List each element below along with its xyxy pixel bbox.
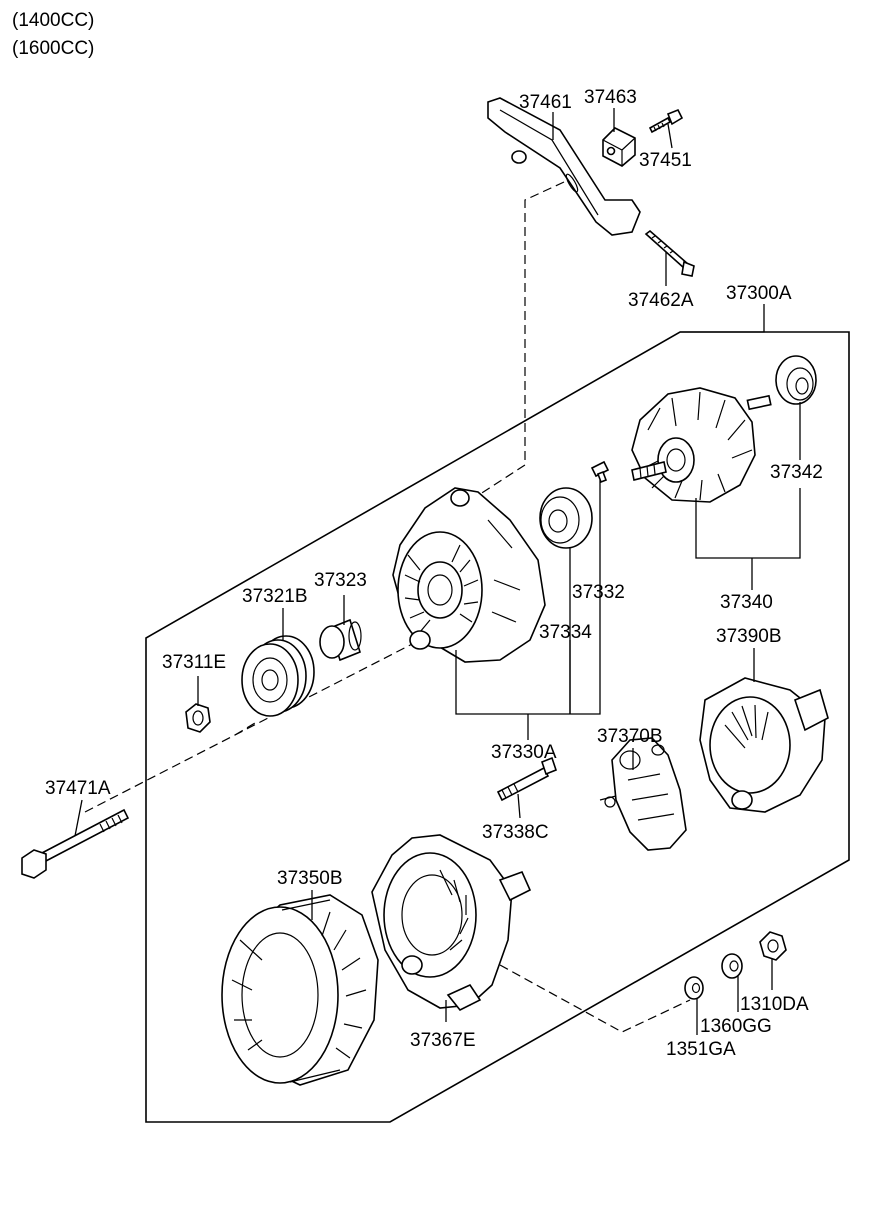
alignment-line-through-bolt — [84, 639, 421, 813]
nut-37311e[interactable] — [185, 703, 211, 733]
label-1360gg: 1360GG — [700, 1016, 772, 1037]
label-37370b: 37370B — [597, 726, 663, 747]
bearing-37342[interactable] — [775, 355, 817, 405]
label-37332: 37332 — [572, 582, 625, 603]
bolt-37451[interactable] — [648, 108, 684, 134]
bolt-37462a[interactable] — [644, 229, 695, 277]
label-37334: 37334 — [539, 622, 592, 643]
washer-1351ga[interactable] — [684, 976, 704, 1000]
mounting-bracket-37461[interactable] — [487, 97, 641, 236]
spacer-37323[interactable] — [319, 618, 362, 662]
assembly-frame — [145, 331, 850, 1123]
label-37323: 37323 — [314, 570, 367, 591]
label-37471a: 37471A — [45, 778, 111, 799]
label-1310da: 1310DA — [740, 994, 809, 1015]
pulley-37321b[interactable] — [241, 635, 315, 717]
stud-bolt-37338c[interactable] — [496, 756, 557, 802]
stator-37350b[interactable] — [221, 894, 379, 1086]
rear-cover-37390b[interactable] — [699, 677, 829, 813]
rear-housing-37367e[interactable] — [371, 834, 532, 1012]
washer-1360gg[interactable] — [721, 953, 743, 979]
label-37451: 37451 — [639, 150, 692, 171]
nut-block-37463[interactable] — [602, 127, 636, 167]
alignment-line-rear-studs — [499, 964, 691, 1033]
through-bolt-37471a[interactable] — [21, 808, 130, 879]
label-37461: 37461 — [519, 92, 572, 113]
label-37311e: 37311E — [162, 652, 226, 673]
screw-37332[interactable] — [590, 460, 610, 484]
rectifier-37370b[interactable] — [599, 737, 687, 851]
label-37300a: 37300A — [726, 283, 792, 304]
rotor-37340[interactable] — [631, 387, 772, 503]
label-37462a: 37462A — [628, 290, 694, 311]
label-37321b: 37321B — [242, 586, 308, 607]
alignment-line-bracket — [439, 181, 565, 521]
label-37463: 37463 — [584, 87, 637, 108]
engine-variant-1600cc: (1600CC) — [12, 38, 95, 59]
engine-variant-1400cc: (1400CC) — [12, 10, 95, 31]
leader-lines — [74, 108, 801, 1035]
label-1351ga: 1351GA — [666, 1039, 736, 1060]
label-37367e: 37367E — [410, 1030, 476, 1051]
nut-1310da[interactable] — [759, 931, 787, 961]
label-37338c: 37338C — [482, 822, 549, 843]
label-37340: 37340 — [720, 592, 773, 613]
front-housing-37330a[interactable] — [392, 487, 546, 663]
alignment-line-through-bolt-2 — [234, 722, 256, 736]
label-37350b: 37350B — [277, 868, 343, 889]
label-37342: 37342 — [770, 462, 823, 483]
label-37330a: 37330A — [491, 742, 557, 763]
front-bearing-37334[interactable] — [539, 487, 593, 549]
label-37390b: 37390B — [716, 626, 782, 647]
